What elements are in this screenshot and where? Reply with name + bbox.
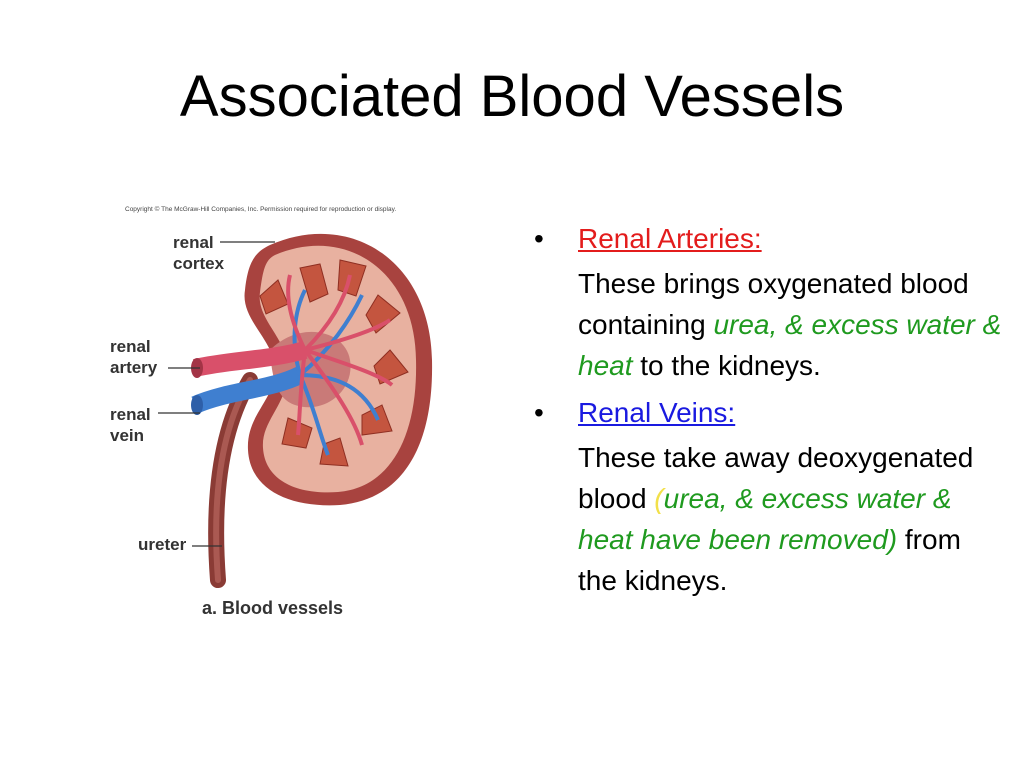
- bullet-list: • Renal Arteries: These brings oxygenate…: [534, 218, 1004, 607]
- label-renal-cortex-line1: renal: [173, 233, 214, 252]
- label-ureter: ureter: [138, 535, 187, 554]
- label-renal-vein-line1: renal: [110, 405, 151, 424]
- bullet-renal-arteries: • Renal Arteries:: [534, 218, 1004, 259]
- arteries-emphasis: urea, & excess water & heat: [578, 309, 1002, 381]
- bullet-marker: •: [534, 223, 544, 254]
- label-renal-artery-line1: renal: [110, 337, 151, 356]
- label-renal-vein-line2: vein: [110, 426, 145, 445]
- leader-lines: [158, 241, 275, 547]
- arteries-text-1: These brings oxygenated blood containing: [578, 268, 969, 340]
- bullet-marker: •: [534, 397, 544, 428]
- copyright-notice: Copyright © The McGraw-Hill Companies, I…: [125, 206, 397, 213]
- renal-vein: [191, 366, 305, 414]
- slide-title: Associated Blood Vessels: [179, 64, 845, 129]
- label-renal-artery: renal artery: [110, 336, 157, 378]
- veins-open-paren: (: [654, 483, 664, 514]
- bullet-renal-veins: • Renal Veins:: [534, 392, 1004, 433]
- veins-text-2: from the kidneys.: [578, 524, 961, 596]
- label-renal-cortex: renal cortex: [173, 232, 224, 274]
- heading-renal-veins: Renal Veins:: [578, 397, 736, 428]
- kidney-figure: Copyright © The McGraw-Hill Companies, I…: [100, 200, 440, 630]
- paragraph-renal-arteries: These brings oxygenated blood containing…: [534, 263, 1004, 386]
- renal-artery: [192, 341, 308, 377]
- paragraph-renal-veins: These take away deoxygenated blood (urea…: [534, 437, 1004, 601]
- kidney-illustration: [158, 233, 433, 588]
- arteries-text-2: to the kidneys.: [632, 350, 821, 381]
- label-renal-vein: renal vein: [110, 404, 151, 446]
- veins-text-1: These take away deoxygenated blood: [578, 442, 974, 514]
- veins-emphasis: urea, & excess water & heat have been re…: [578, 483, 952, 555]
- label-renal-cortex-line2: cortex: [173, 254, 225, 273]
- label-renal-artery-line2: artery: [110, 358, 158, 377]
- figure-caption: a. Blood vessels: [202, 598, 344, 618]
- heading-renal-arteries: Renal Arteries:: [578, 223, 762, 254]
